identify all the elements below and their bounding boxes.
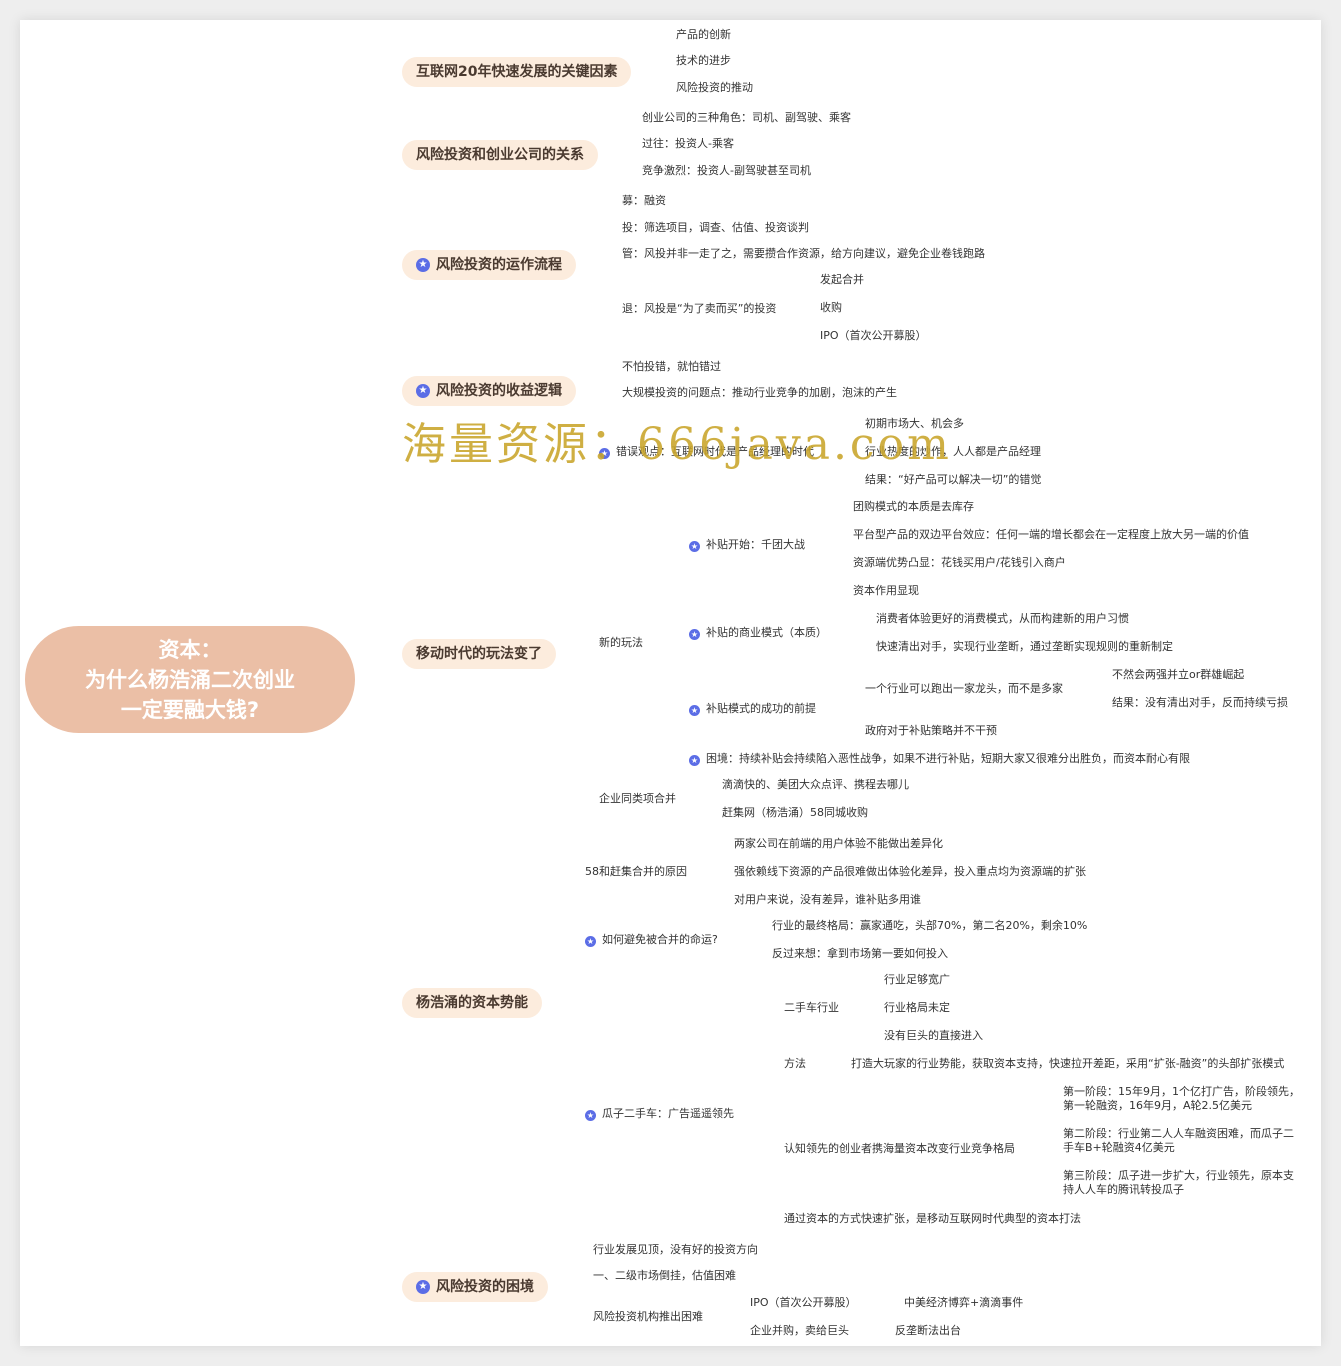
branch-label: 风险投资和创业公司的关系 <box>416 147 584 163</box>
leaf-capital-expansion[interactable]: 通过资本的方式快速扩张，是移动互联网时代典型的资本打法 <box>784 1212 1081 1225</box>
leaf-label: 补贴模式的成功的前提 <box>706 702 816 715</box>
star-icon: ★ <box>689 705 700 716</box>
leaf-label: 瓜子二手车：广告遥遥领先 <box>602 1107 734 1120</box>
leaf-wrong-view[interactable]: ★ 错误观点：互联网时代是产品经理的时代 <box>599 444 814 460</box>
leaf-label: 补贴的商业模式（本质） <box>706 626 827 639</box>
branch-internet-growth-factors[interactable]: 互联网20年快速发展的关键因素 <box>402 57 632 87</box>
branch-label: 风险投资的困境 <box>436 1279 534 1295</box>
leaf-no-giants[interactable]: 没有巨头的直接进入 <box>884 1029 983 1042</box>
leaf-exit-difficulty[interactable]: 风险投资机构推出困难 <box>593 1310 703 1323</box>
leaf-sino-us-didi[interactable]: 中美经济博弈+滴滴事件 <box>904 1296 1024 1309</box>
leaf-past-passenger[interactable]: 过往：投资人-乘客 <box>642 137 734 150</box>
branch-vc-startup-relation[interactable]: 风险投资和创业公司的关系 <box>402 140 598 170</box>
root-title-line-3: 一定要融大钱? <box>120 697 260 722</box>
leaf-sell-to-giant[interactable]: 企业并购，卖给巨头 <box>750 1324 849 1337</box>
leaf-tech-progress[interactable]: 技术的进步 <box>676 54 731 67</box>
leaf-monopoly[interactable]: 快速清出对手，实现行业垄断，通过垄断实现规则的重新制定 <box>876 640 1173 653</box>
branch-label: 风险投资的运作流程 <box>436 257 562 273</box>
leaf-stage-one[interactable]: 第一阶段：15年9月，1个亿打广告，阶段领先，第一轮融资，16年9月，A轮2.5… <box>1063 1085 1300 1112</box>
leaf-label: 如何避免被合并的命运? <box>602 933 718 946</box>
leaf-continued-loss[interactable]: 结果：没有清出对手，反而持续亏损 <box>1112 696 1288 709</box>
branch-label: 移动时代的玩法变了 <box>416 646 542 662</box>
leaf-label: 困境：持续补贴会持续陷入恶性战争，如果不进行补贴，短期大家又很难分出胜负，而资本… <box>706 752 1190 765</box>
star-icon: ★ <box>689 755 700 766</box>
branch-label: 杨浩涌的资本势能 <box>416 995 528 1011</box>
leaf-label: 补贴开始：千团大战 <box>706 538 805 551</box>
leaf-merger[interactable]: 发起合并 <box>820 273 864 286</box>
leaf-offline-resource[interactable]: 强依赖线下资源的产品很难做出体验化差异，投入重点均为资源端的扩张 <box>734 865 1086 878</box>
star-icon: ★ <box>585 1110 596 1121</box>
leaf-early-market[interactable]: 初期市场大、机会多 <box>865 417 964 430</box>
leaf-one-leader[interactable]: 一个行业可以跑出一家龙头，而不是多家 <box>865 682 1063 695</box>
leaf-platform-effect[interactable]: 平台型产品的双边平台效应：任何一端的增长都会在一定程度上放大另一端的价值 <box>853 528 1249 541</box>
leaf-no-differentiation[interactable]: 两家公司在前端的用户体验不能做出差异化 <box>734 837 943 850</box>
branch-vc-dilemma[interactable]: ★ 风险投资的困境 <box>402 1272 548 1302</box>
star-icon: ★ <box>689 541 700 552</box>
root-title-line-2: 为什么杨浩涌二次创业 <box>85 667 295 692</box>
leaf-three-roles[interactable]: 创业公司的三种角色：司机、副驾驶、乘客 <box>642 111 851 124</box>
leaf-merge-similar[interactable]: 企业同类项合并 <box>599 792 676 805</box>
branch-vc-return-logic[interactable]: ★ 风险投资的收益逻辑 <box>402 376 576 406</box>
leaf-new-play[interactable]: 新的玩法 <box>599 636 643 649</box>
leaf-guazi[interactable]: ★ 瓜子二手车：广告遥遥领先 <box>585 1106 734 1122</box>
leaf-exit[interactable]: 退：风投是“为了卖而买”的投资 <box>622 302 777 315</box>
branch-label: 风险投资的收益逻辑 <box>436 383 562 399</box>
leaf-stage-three[interactable]: 第三阶段：瓜子进一步扩大，行业领先，原本支持人人车的腾讯转投瓜子 <box>1063 1169 1294 1196</box>
leaf-merge-examples[interactable]: 滴滴快的、美团大众点评、携程去哪儿 <box>722 778 909 791</box>
star-icon: ★ <box>416 258 430 272</box>
star-icon: ★ <box>599 448 610 459</box>
leaf-antitrust[interactable]: 反垄断法出台 <box>895 1324 961 1337</box>
star-icon: ★ <box>416 1280 430 1294</box>
leaf-stage-two[interactable]: 第二阶段：行业第二人人车融资困难，而瓜子二手车B+轮融资4亿美元 <box>1063 1127 1294 1154</box>
leaf-product-innovation[interactable]: 产品的创新 <box>676 28 731 41</box>
leaf-vc-push[interactable]: 风险投资的推动 <box>676 81 753 94</box>
leaf-fear-missing[interactable]: 不怕投错，就怕错过 <box>622 360 721 373</box>
leaf-final-pattern[interactable]: 行业的最终格局：赢家通吃，头部70%，第二名20%，剩余10% <box>772 919 1088 932</box>
leaf-gov-no-intervene[interactable]: 政府对于补贴策略并不干预 <box>865 724 997 737</box>
leaf-ganji-58[interactable]: 赶集网（杨浩涌）58同城收购 <box>722 806 868 819</box>
branch-mobile-era[interactable]: 移动时代的玩法变了 <box>402 639 556 669</box>
leaf-capital-role[interactable]: 资本作用显现 <box>853 584 919 597</box>
leaf-two-strong[interactable]: 不然会两强并立or群雄崛起 <box>1112 668 1245 681</box>
leaf-invest[interactable]: 投：筛选项目，调查、估值、投资谈判 <box>622 221 809 234</box>
root-topic[interactable]: 资本： 为什么杨浩涌二次创业 一定要融大钱? <box>25 626 355 733</box>
leaf-avoid-merge[interactable]: ★ 如何避免被合并的命运? <box>585 932 718 948</box>
leaf-fierce-competition[interactable]: 竞争激烈：投资人-副驾驶甚至司机 <box>642 164 811 177</box>
branch-vc-process[interactable]: ★ 风险投资的运作流程 <box>402 250 576 280</box>
leaf-dilemma[interactable]: ★ 困境：持续补贴会持续陷入恶性战争，如果不进行补贴，短期大家又很难分出胜负，而资… <box>689 751 1190 767</box>
leaf-large-scale-problem[interactable]: 大规模投资的问题点：推动行业竞争的加剧，泡沫的产生 <box>622 386 897 399</box>
branch-yang-capital-momentum[interactable]: 杨浩涌的资本势能 <box>402 988 542 1018</box>
leaf-resource-advantage[interactable]: 资源端优势凸显：花钱买用户/花钱引入商户 <box>853 556 1066 569</box>
leaf-used-car-industry[interactable]: 二手车行业 <box>784 1001 839 1014</box>
leaf-subsidy-premise[interactable]: ★ 补贴模式的成功的前提 <box>689 701 816 717</box>
leaf-better-experience[interactable]: 消费者体验更好的消费模式，从而构建新的用户习惯 <box>876 612 1129 625</box>
leaf-ipo-exit[interactable]: IPO（首次公开募股） <box>750 1296 857 1309</box>
leaf-illusion[interactable]: 结果：“好产品可以解决一切”的错觉 <box>865 473 1042 486</box>
star-icon: ★ <box>416 384 430 398</box>
leaf-label: 错误观点：互联网时代是产品经理的时代 <box>616 445 814 458</box>
leaf-method[interactable]: 方法 <box>784 1057 806 1070</box>
leaf-wide-industry[interactable]: 行业足够宽广 <box>884 973 950 986</box>
leaf-acquisition[interactable]: 收购 <box>820 301 842 314</box>
leaf-merge-reason[interactable]: 58和赶集合并的原因 <box>585 865 687 878</box>
leaf-cognitive-leader[interactable]: 认知领先的创业者携海量资本改变行业竞争格局 <box>784 1142 1015 1155</box>
leaf-market-inversion[interactable]: 一、二级市场倒挂，估值困难 <box>593 1269 736 1282</box>
root-title-line-1: 资本： <box>158 637 222 662</box>
leaf-ipo[interactable]: IPO（首次公开募股） <box>820 329 927 342</box>
leaf-industry-peak[interactable]: 行业发展见顶，没有好的投资方向 <box>593 1243 758 1256</box>
watermark: 海量资源：666java.com <box>402 419 952 470</box>
leaf-think-reverse[interactable]: 反过来想：拿到市场第一要如何投入 <box>772 947 948 960</box>
leaf-subsidy-model[interactable]: ★ 补贴的商业模式（本质） <box>689 625 827 641</box>
leaf-hype[interactable]: 行业热度的炒作，人人都是产品经理 <box>865 445 1041 458</box>
leaf-fundraise[interactable]: 募：融资 <box>622 194 666 207</box>
leaf-subsidy-start[interactable]: ★ 补贴开始：千团大战 <box>689 537 805 553</box>
branch-label: 互联网20年快速发展的关键因素 <box>416 64 618 80</box>
leaf-method-detail[interactable]: 打造大玩家的行业势能，获取资本支持，快速拉开差距，采用“扩张-融资”的头部扩张模… <box>851 1057 1285 1070</box>
star-icon: ★ <box>585 936 596 947</box>
leaf-group-buy[interactable]: 团购模式的本质是去库存 <box>853 500 974 513</box>
star-icon: ★ <box>689 629 700 640</box>
leaf-user-view[interactable]: 对用户来说，没有差异，谁补贴多用谁 <box>734 893 921 906</box>
leaf-pattern-undecided[interactable]: 行业格局未定 <box>884 1001 950 1014</box>
leaf-manage[interactable]: 管：风投并非一走了之，需要攒合作资源，给方向建议，避免企业卷钱跑路 <box>622 247 985 260</box>
